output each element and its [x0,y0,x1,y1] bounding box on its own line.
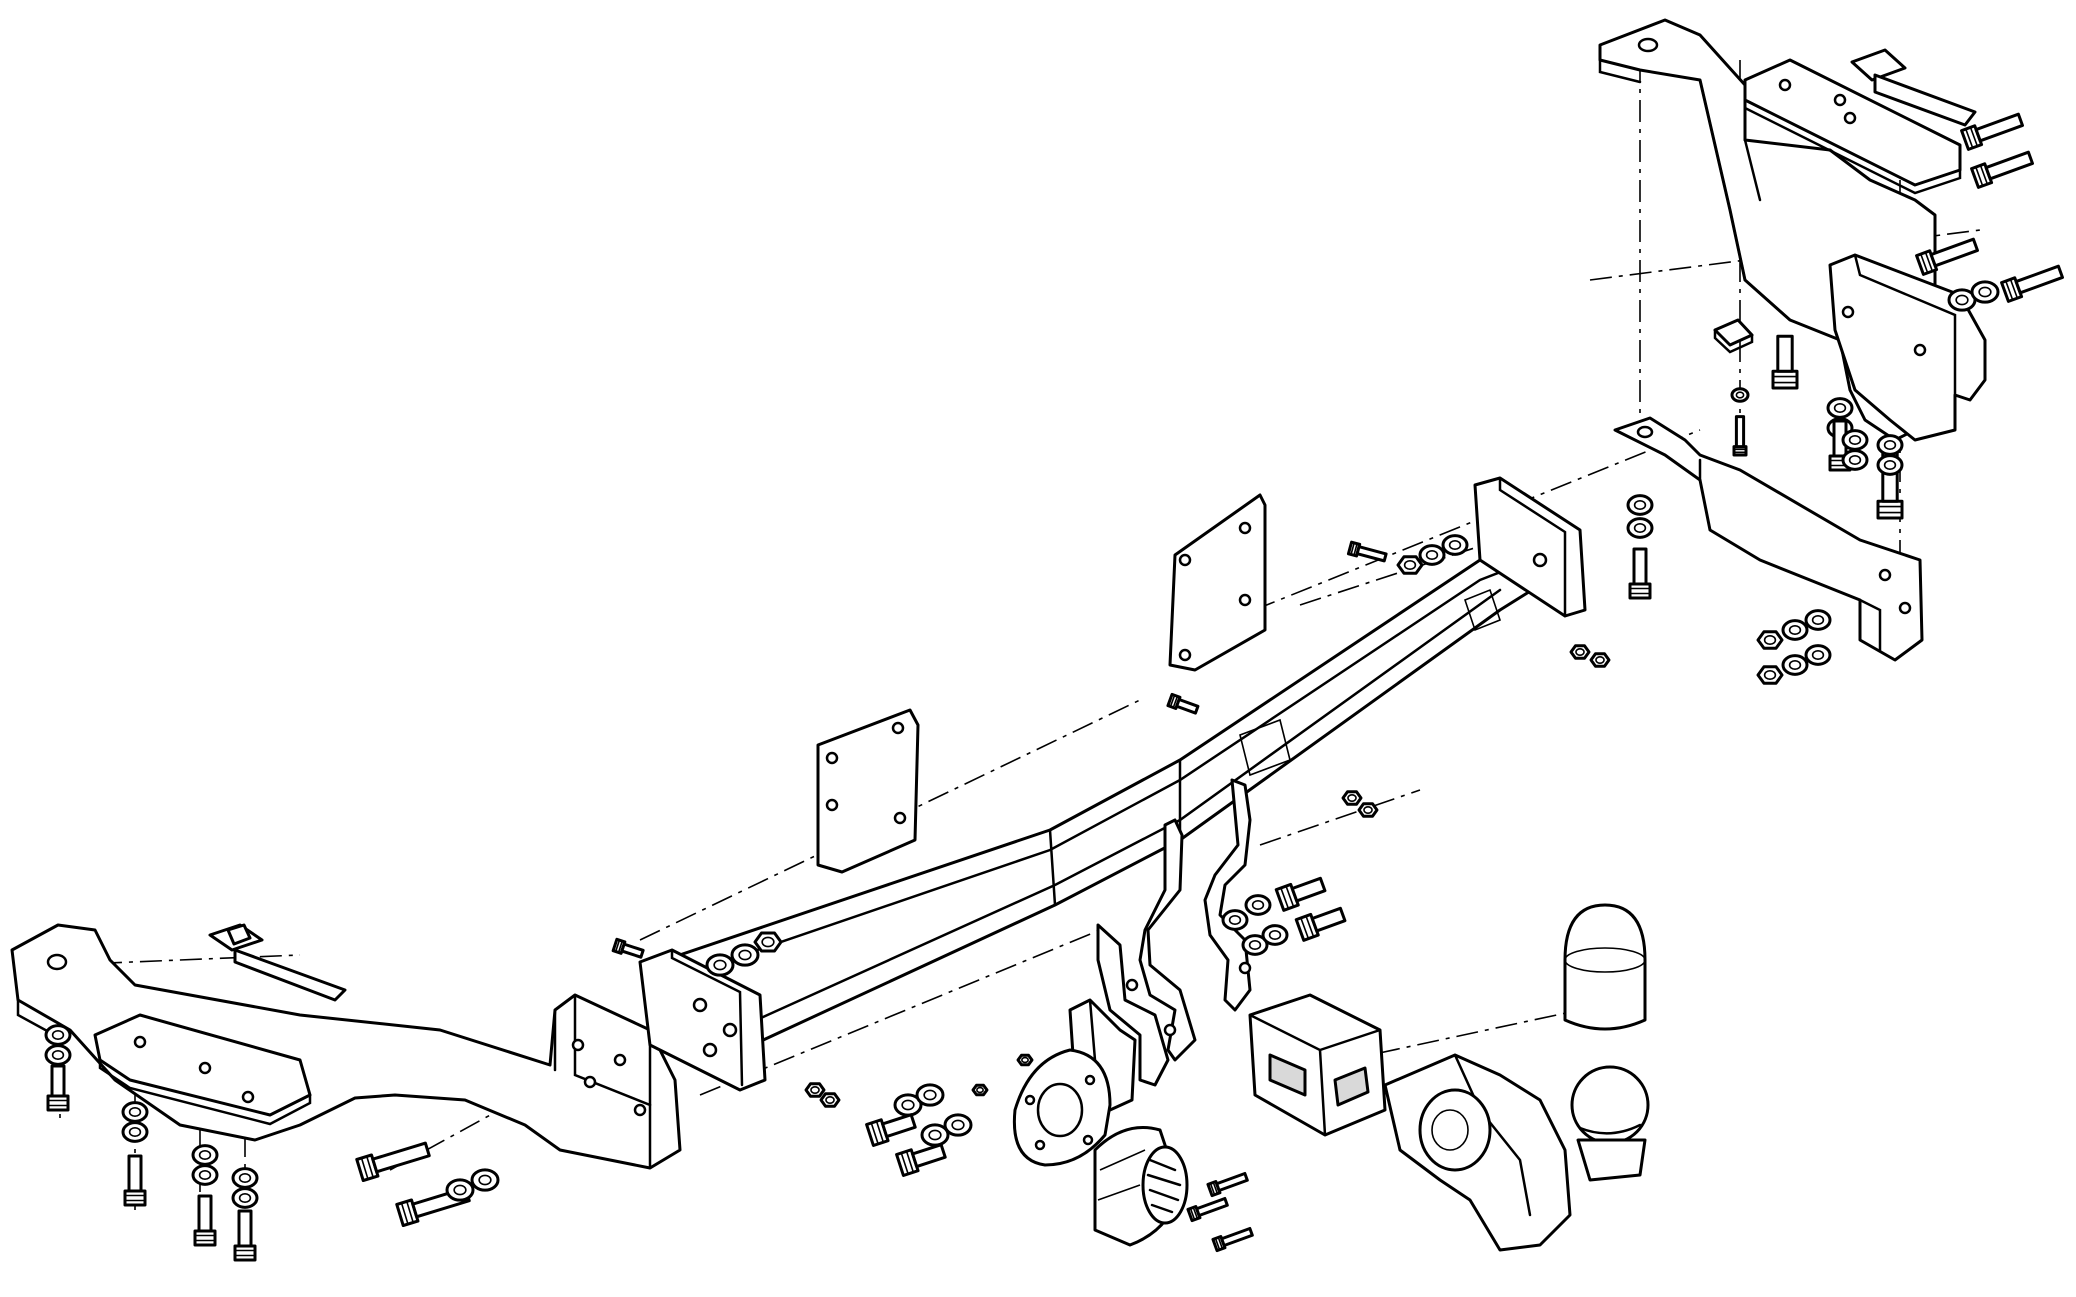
washer [915,1083,945,1107]
washer [1841,449,1869,471]
tow-ball-mount-lug-left [1096,818,1197,1087]
washer [1781,619,1809,641]
bolt [1346,540,1388,563]
square-nut-plate [1713,318,1754,354]
left-clamp-plate [93,1013,312,1126]
tow-ball [1570,1065,1650,1182]
washer [1970,280,2000,304]
socket-plate [1012,1048,1112,1167]
bolt [1166,692,1200,715]
washer [1244,894,1272,916]
bolt [1186,1196,1229,1223]
washer [1876,434,1904,456]
washer [44,1044,72,1066]
nut [1589,652,1611,668]
washer [1626,494,1654,516]
bolt [355,1141,431,1183]
washer [943,1113,973,1137]
washer [1441,534,1469,556]
washer [1826,397,1854,419]
nut [971,1083,989,1097]
washer [121,1101,149,1123]
bolt [233,1209,257,1262]
nut [804,1082,826,1098]
right-lower-bracket [1613,416,1924,662]
washer [1626,517,1654,539]
nut [819,1092,841,1108]
left-strap-nut [208,923,347,1002]
bolt [1960,112,2024,151]
washer [1876,454,1904,476]
washer [191,1144,219,1166]
crossbar-right-end-plate [1473,476,1587,618]
electrical-socket [1093,1126,1189,1247]
crossbar-left-end-plate [638,948,767,1092]
washer [1241,934,1269,956]
bolt [895,1143,947,1177]
nut [1357,802,1379,818]
right-strap-nut [1850,48,1977,127]
washer [1418,544,1446,566]
bolt [1628,547,1652,600]
nut [1756,630,1784,650]
bolt [46,1064,70,1112]
bolt [1771,334,1799,390]
washer [1781,654,1809,676]
receiver-block [1248,993,1387,1137]
right-clamp-plate [1743,58,1962,195]
bolt [193,1194,217,1247]
bolt [1294,906,1347,942]
nut [1396,555,1424,575]
right-spacer-plate [1168,493,1267,672]
nut [1016,1053,1034,1067]
bolt [1970,150,2034,189]
nut [1341,790,1363,806]
washer [44,1024,72,1046]
nut [1569,644,1591,660]
bolt [1915,237,1979,276]
washer [445,1178,475,1202]
bolt [1274,876,1327,912]
tow-ball-cover [1563,903,1647,1031]
bolt [865,1113,917,1147]
washer [705,953,735,977]
left-spacer-plate [816,708,920,874]
washer [231,1167,259,1189]
nut [1756,665,1784,685]
washer [121,1121,149,1143]
nut [753,931,783,953]
washer [1841,429,1869,451]
bolt [611,937,645,959]
tow-ball-neck [1383,1053,1572,1252]
bolt [123,1154,147,1207]
washer [1804,644,1832,666]
washer [231,1187,259,1209]
bolt [1211,1226,1254,1253]
bolt [1732,415,1748,457]
washer [1261,924,1289,946]
right-rear-bracket [1828,253,1987,442]
washer [191,1164,219,1186]
washer [1730,387,1750,403]
washer [1221,909,1249,931]
washer [1804,609,1832,631]
washer [470,1168,500,1192]
fasteners-group [44,112,2064,1262]
bolt [1206,1171,1249,1198]
washer [730,943,760,967]
bolt [2000,264,2064,303]
